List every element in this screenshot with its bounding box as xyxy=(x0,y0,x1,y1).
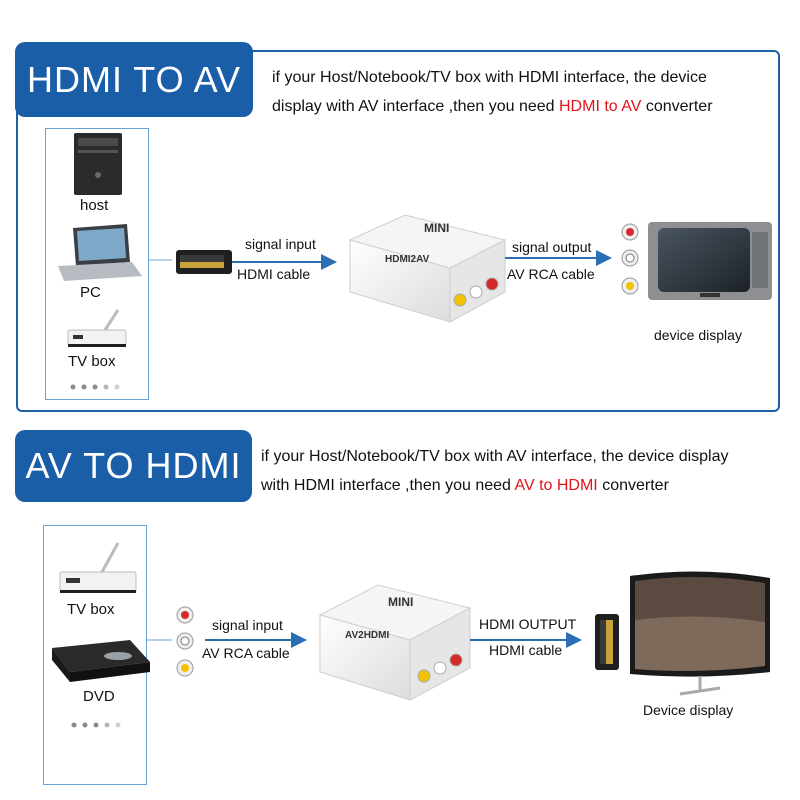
hdmi-port-icon xyxy=(595,614,619,670)
rca-jacks-icon-2 xyxy=(176,606,194,677)
signal-input-label-1: signal input xyxy=(245,236,316,252)
hdmi-to-av-description: if your Host/Notebook/TV box with HDMI i… xyxy=(272,63,713,121)
hdmi-to-av-highlight: HDMI to AV xyxy=(559,98,642,115)
crt-tv-icon xyxy=(648,222,772,300)
source-label-dvd: DVD xyxy=(83,688,115,705)
tv-box-icon xyxy=(67,309,127,347)
dvd-player-icon xyxy=(52,640,150,682)
source-label-pc: PC xyxy=(80,284,101,301)
desc-text: converter xyxy=(641,98,713,115)
tv-box-icon-2 xyxy=(59,542,137,593)
host-icon xyxy=(74,133,122,195)
target-label-1: device display xyxy=(654,327,742,343)
source-label-tv-box-2: TV box xyxy=(67,601,115,618)
converter-model-1: HDMI2AV xyxy=(385,254,430,265)
hdmi2av-converter-icon xyxy=(348,214,507,323)
hdmi-plug-icon xyxy=(176,250,232,274)
av-to-hdmi-desc-line1: if your Host/Notebook/TV box with AV int… xyxy=(261,448,729,465)
source-label-host: host xyxy=(80,197,109,214)
input-cable-label-1: HDMI cable xyxy=(237,266,311,282)
carousel-dots-1 xyxy=(70,384,120,390)
hdmi-to-av-title: HDMI TO AV xyxy=(15,42,253,117)
desc-text: converter xyxy=(597,477,669,494)
hdmi-output-label-2: HDMI OUTPUT xyxy=(479,616,577,632)
av-to-hdmi-description: if your Host/Notebook/TV box with AV int… xyxy=(261,442,729,500)
converter-brand-1: MINI xyxy=(424,221,449,235)
input-cable-label-2: AV RCA cable xyxy=(202,645,290,661)
hdmi-to-av-desc-line2: display with AV interface ,then you need… xyxy=(272,92,713,121)
source-label-tv-box: TV box xyxy=(68,353,116,370)
desc-text: with HDMI interface ,then you need xyxy=(261,477,515,494)
carousel-dots-2 xyxy=(71,722,121,728)
hdmi-to-av-desc-line1: if your Host/Notebook/TV box with HDMI i… xyxy=(272,69,707,86)
target-label-2: Device display xyxy=(643,702,734,718)
output-cable-label-1: AV RCA cable xyxy=(507,266,595,282)
signal-input-label-2: signal input xyxy=(212,617,283,633)
curved-monitor-icon xyxy=(630,571,770,696)
output-cable-label-2: HDMI cable xyxy=(489,642,563,658)
av2hdmi-converter-icon xyxy=(318,584,472,701)
laptop-icon xyxy=(58,224,142,281)
desc-text: display with AV interface ,then you need xyxy=(272,98,559,115)
converter-model-2: AV2HDMI xyxy=(345,630,389,641)
rca-jacks-icon xyxy=(621,223,639,295)
av-to-hdmi-desc-line2: with HDMI interface ,then you need AV to… xyxy=(261,471,729,500)
av-to-hdmi-highlight: AV to HDMI xyxy=(514,477,598,494)
av-to-hdmi-title: AV TO HDMI xyxy=(15,430,252,502)
converter-brand-2: MINI xyxy=(388,595,413,609)
signal-output-label-1: signal output xyxy=(512,239,592,255)
